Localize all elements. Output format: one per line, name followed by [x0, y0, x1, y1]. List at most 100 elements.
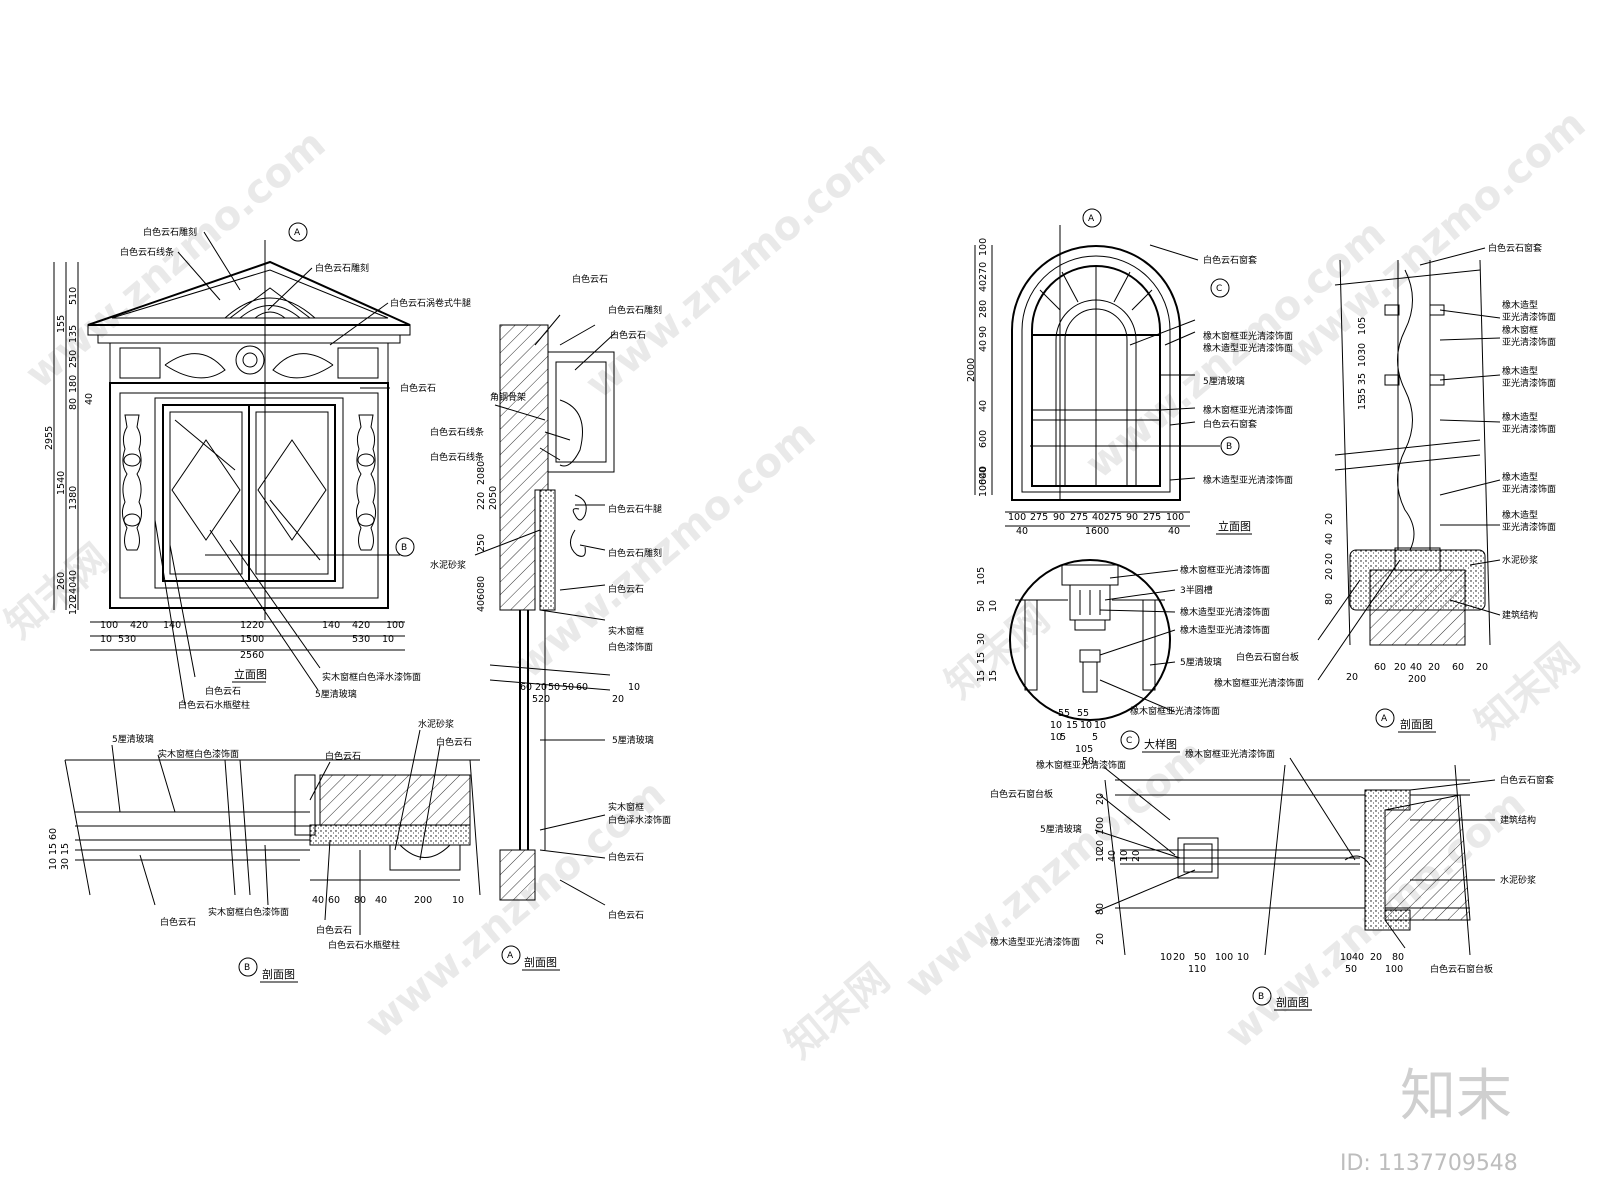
dim-label: 100 — [1385, 964, 1403, 975]
callout-label: 白色云石窗套 — [1500, 774, 1554, 786]
watermark-text: www.znzmo.com — [1277, 101, 1594, 378]
dim-label: 40 — [1016, 526, 1028, 537]
watermark-text: www.znzmo.com — [17, 121, 334, 398]
drawing-title: 剖面图 — [262, 967, 295, 981]
section-mark: A — [1381, 714, 1388, 724]
drawing-title: 剖面图 — [524, 955, 557, 969]
dim-label: 80 — [1324, 593, 1335, 605]
callout-label: 白色泽水漆饰面 — [608, 814, 671, 826]
dim-label: 275 — [1030, 512, 1048, 523]
dim-label: 30 — [1357, 343, 1368, 355]
dim-label: 10 — [1095, 850, 1106, 862]
callout-label: 亚光清漆饰面 — [1502, 521, 1556, 533]
right-detail-c-labels: 橡木窗框亚光清漆饰面 3半圆槽 橡木造型亚光清漆饰面 橡木造型亚光清漆饰面 5厘… — [976, 564, 1270, 767]
drawing-title: 剖面图 — [1276, 995, 1309, 1009]
dim-label: 90 — [978, 326, 989, 338]
dim-label: 100 — [1215, 952, 1233, 963]
dim-label: 20 — [1095, 840, 1106, 852]
dim-label: 55 — [1077, 708, 1089, 719]
dim-label: 1220 — [240, 620, 264, 631]
dim-label: 420 — [352, 620, 370, 631]
right-elevation-drawing: A C B — [974, 208, 1240, 527]
callout-label: 5厘清玻璃 — [1040, 823, 1082, 835]
callout-label: 亚光清漆饰面 — [1502, 336, 1556, 348]
dim-label: 20 — [535, 682, 547, 693]
image-id: ID: 1137709548 — [1340, 1151, 1518, 1176]
dim-label: 10 — [1119, 850, 1130, 862]
callout-label: 白色云石涡卷式牛腿 — [390, 297, 471, 309]
callout-label: 5厘清玻璃 — [112, 733, 154, 745]
callout-label: 橡木造型亚光清漆饰面 — [1203, 342, 1293, 354]
callout-label: 白色云石窗台板 — [1236, 651, 1299, 663]
baluster-left — [121, 414, 143, 551]
dim-label: 20 — [1428, 662, 1440, 673]
dim-label: 40 — [476, 600, 487, 612]
callout-label: 白色云石雕刻 — [143, 226, 197, 238]
callout-label: 橡木造型亚光清漆饰面 — [990, 936, 1080, 948]
section-mark: B — [244, 963, 250, 973]
right-elevation-labels: 白色云石窗套 橡木窗框亚光清漆饰面 橡木造型亚光清漆饰面 5厘清玻璃 橡木窗框亚… — [966, 238, 1293, 537]
left-elevation-v-dims: 510 155 135 250 180 80 40 1540 1380 260 … — [44, 287, 95, 615]
dim-label: 20 — [1095, 933, 1106, 945]
dim-label: 30 — [976, 633, 987, 645]
dim-label: 40 — [1107, 850, 1118, 862]
dim-label: 10 — [1050, 720, 1062, 731]
callout-label: 橡木造型 — [1502, 365, 1538, 377]
dim-label: 40 — [978, 340, 989, 352]
dim-label: 40 — [1324, 533, 1335, 545]
dim-label: 50 — [562, 682, 574, 693]
svg-text:A: A — [1088, 214, 1095, 224]
section-mark: B — [1258, 992, 1264, 1002]
dim-label: 200 — [1408, 674, 1426, 685]
dim-label: 30 — [60, 858, 71, 870]
left-section-a-labels: 白色云石 白色云石雕刻 白色云石 角钢骨架 白色云石线条 白色云石线条 白色云石… — [430, 273, 671, 971]
dim-label: 260 — [56, 572, 67, 590]
callout-label: 5厘清玻璃 — [612, 734, 654, 746]
callout-label: 白色云石窗台板 — [1430, 963, 1493, 975]
dim-label: 10 — [1094, 720, 1106, 731]
drawing-title: 剖面图 — [1400, 717, 1433, 731]
callout-label: 水泥砂浆 — [1500, 874, 1536, 886]
dim-label: 420 — [130, 620, 148, 631]
right-section-a-labels: 白色云石窗套 橡木造型 亚光清漆饰面 橡木窗框 亚光清漆饰面 橡木造型 亚光清漆… — [1214, 242, 1556, 733]
dim-label: 10 — [988, 600, 999, 612]
watermark-text: www.znzmo.com — [897, 731, 1214, 1008]
dim-label: 15 — [60, 843, 71, 855]
dim-label: 90 — [1126, 512, 1138, 523]
dim-label: 15 — [48, 843, 59, 855]
baluster-right — [355, 414, 377, 551]
dim-label: 270 — [978, 262, 989, 280]
callout-label: 水泥砂浆 — [430, 559, 466, 571]
dim-label: 10 — [1080, 720, 1092, 731]
dim-label: 100 — [386, 620, 404, 631]
dim-label: 100 — [1095, 817, 1106, 835]
callout-label: 橡木造型 — [1502, 299, 1538, 311]
dim-label: 35 — [1357, 373, 1368, 385]
callout-label: 实木窗框 — [608, 801, 644, 813]
dim-label: 2955 — [44, 426, 55, 450]
drawing-title: 立面图 — [234, 667, 267, 681]
dim-label: 60 — [48, 828, 59, 840]
callout-label: 橡木造型亚光清漆饰面 — [1180, 606, 1270, 618]
callout-label: 建筑结构 — [1500, 814, 1536, 826]
dim-label: 600 — [978, 467, 989, 485]
callout-label: 白色云石 — [400, 382, 436, 394]
callout-label: 白色云石 — [316, 924, 352, 936]
right-detail-c-drawing — [1009, 559, 1171, 721]
callout-label: 橡木窗框亚光清漆饰面 — [1185, 748, 1275, 760]
section-mark: A — [507, 951, 514, 961]
left-section-b-drawing — [64, 759, 481, 896]
dim-label: 55 — [1058, 708, 1070, 719]
dim-label: 15 — [976, 670, 987, 682]
brand-logo: 知末 — [1400, 1064, 1512, 1129]
dim-label: 10 — [1340, 952, 1352, 963]
callout-label: 橡木造型 — [1502, 471, 1538, 483]
callout-label: 白色云石 — [160, 916, 196, 928]
right-section-a-drawing — [1334, 259, 1491, 646]
dim-label: 20 — [1476, 662, 1488, 673]
dim-label: 50 — [1194, 952, 1206, 963]
dim-label: 15 — [1066, 720, 1078, 731]
dim-label: 100 — [978, 479, 989, 497]
dim-label: 60 — [476, 588, 487, 600]
dim-label: 20 — [1346, 672, 1358, 683]
